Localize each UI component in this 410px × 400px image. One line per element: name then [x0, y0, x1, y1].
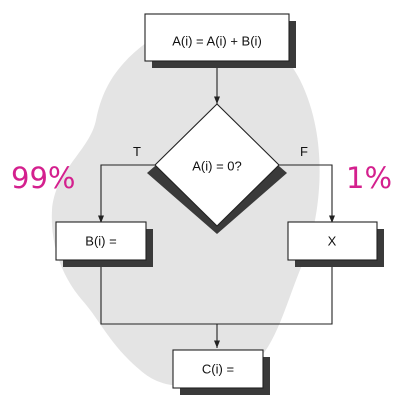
edge-true-to-merge [100, 258, 217, 325]
node-assign: A(i) = A(i) + B(i) [144, 13, 296, 68]
node-merge: C(i) = [172, 349, 270, 395]
node-decision-label: A(i) = 0? [192, 158, 242, 173]
edge-false-to-merge [217, 258, 333, 325]
node-decision: A(i) = 0? [147, 103, 287, 234]
edge-false [279, 164, 336, 223]
node-true-branch-label: B(i) = [85, 233, 116, 248]
node-true-branch: B(i) = [55, 221, 153, 267]
probability-true: 99% [11, 161, 75, 195]
edge-label-false: F [300, 144, 308, 159]
edge-true [97, 164, 155, 223]
node-assign-label: A(i) = A(i) + B(i) [172, 33, 262, 48]
node-merge-label: C(i) = [202, 361, 234, 376]
probability-false: 1% [346, 161, 392, 195]
edge-label-true: T [133, 144, 141, 159]
connectors [97, 64, 336, 348]
node-false-branch: X [287, 221, 384, 267]
node-false-branch-label: X [328, 233, 337, 248]
